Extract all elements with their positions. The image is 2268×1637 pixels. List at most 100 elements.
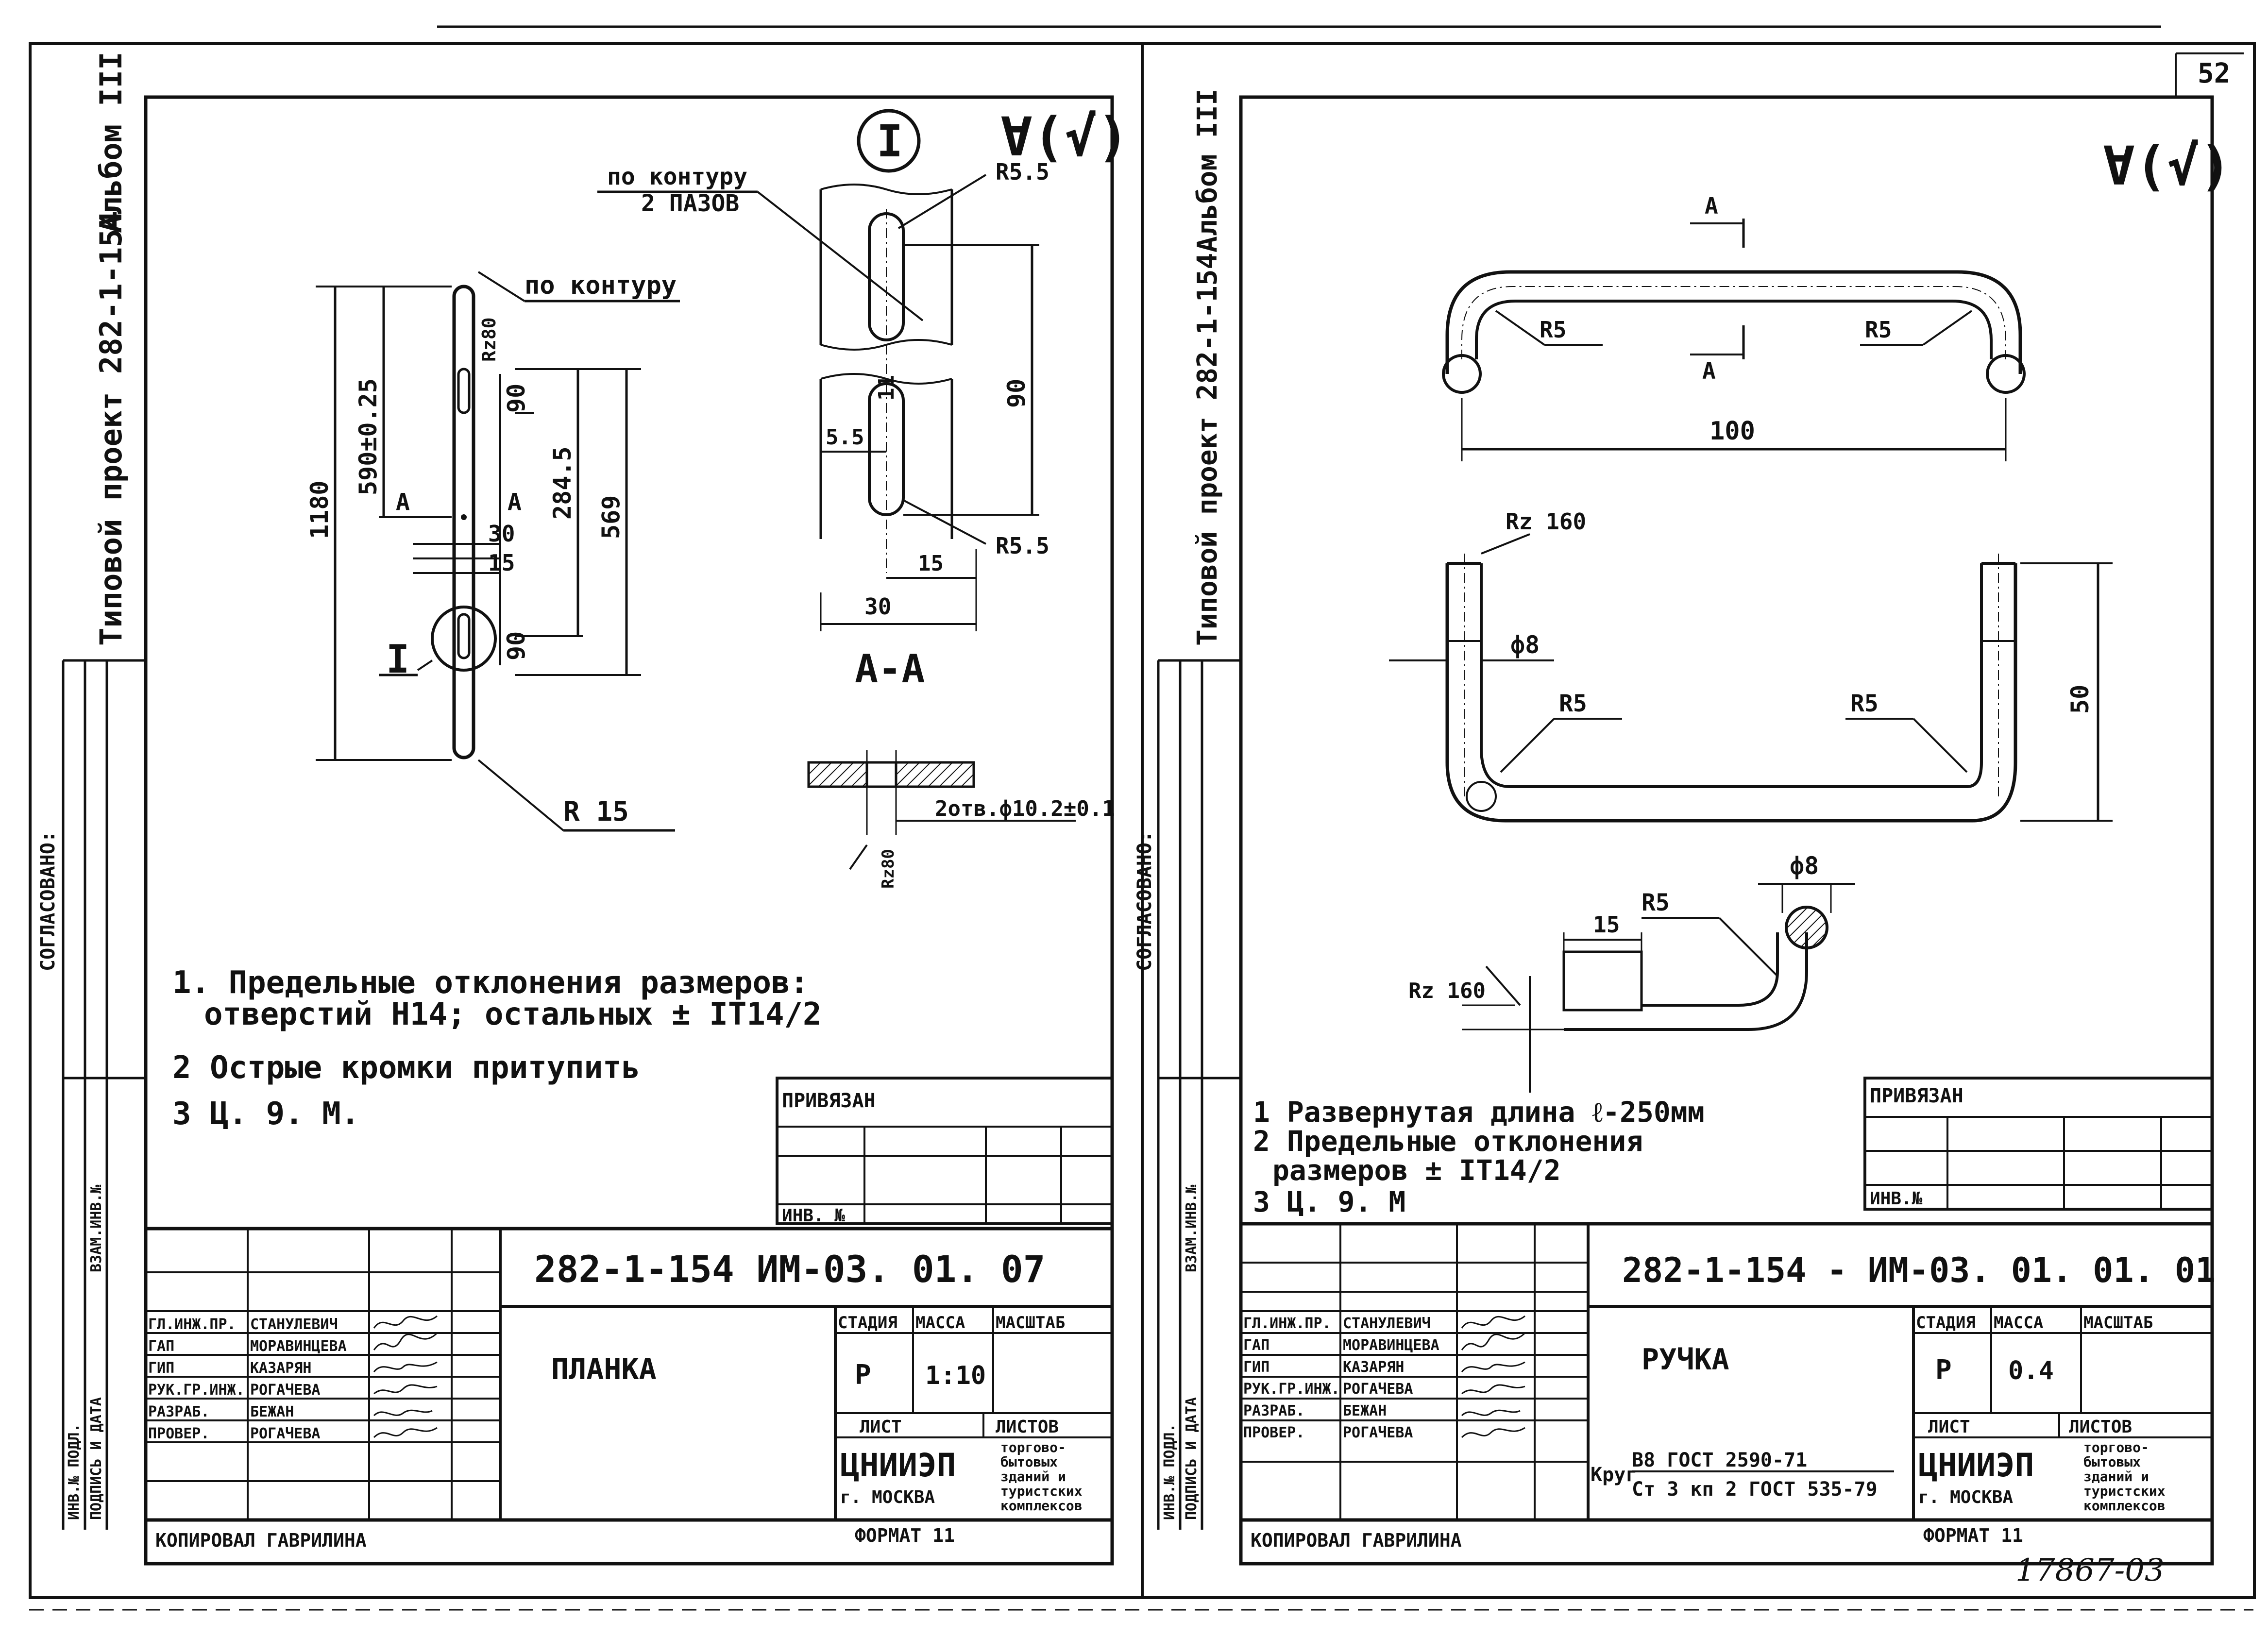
handle-section-view: ф8 R5 15 Rz 160 bbox=[1408, 852, 1855, 1093]
handle-top-view: 100 А А R5 R5 bbox=[1442, 193, 2026, 461]
left-privyazan-block: ПРИВЯЗАН ИНВ. № bbox=[776, 1077, 1114, 1226]
dim-r5-bottom-left: R5 bbox=[1559, 690, 1587, 717]
left-surface-mark: ∀(√) bbox=[1000, 106, 1129, 168]
right-org-desc-1: торгово- bbox=[2083, 1439, 2149, 1455]
dim-rz80: Rz80 bbox=[478, 317, 500, 362]
left-title-block: ГЛ.ИНЖ.ПР. ГАП ГИП РУК.ГР.ИНЖ. РАЗРАБ. П… bbox=[144, 1227, 1114, 1522]
left-album-label: Альбом III bbox=[93, 52, 129, 233]
right-side-title: Типовой проект 282-1-154 bbox=[1192, 253, 1223, 646]
section-aa-view: 2отв.ф10.2±0.1 Rz80 bbox=[807, 750, 1115, 889]
left-org-desc-2: бытовых bbox=[1000, 1454, 1058, 1470]
dim-55: 5.5 bbox=[826, 425, 864, 450]
dim-1180: 1180 bbox=[305, 481, 334, 539]
left-name-1: СТАНУЛЕВИЧ bbox=[250, 1316, 338, 1333]
right-name-2: МОРАВИНЦЕВА bbox=[1343, 1337, 1439, 1354]
left-role-2: ГАП bbox=[148, 1338, 174, 1355]
right-mass: 0.4 bbox=[2008, 1356, 2054, 1385]
dim-15-detail: 15 bbox=[918, 551, 944, 576]
left-stamp-col-1: ИНВ.№ ПОДЛ. bbox=[66, 1423, 83, 1520]
right-org-city: г. МОСКВА bbox=[1918, 1487, 2013, 1507]
detail-i-view: 90 R5.5 R5.5 11 5.5 15 30 А-А bbox=[819, 159, 1049, 692]
right-role-1: ГЛ.ИНЖ.ПР. bbox=[1243, 1315, 1331, 1332]
right-notes: 1 Развернутая длина ℓ-250мм 2 Предельные… bbox=[1253, 1096, 1705, 1218]
right-part-name: РУЧКА bbox=[1642, 1343, 1729, 1377]
left-sheets-header: ЛИСТОВ bbox=[996, 1417, 1059, 1437]
left-side-title: Типовой проект 282-1-154 bbox=[93, 211, 129, 646]
right-material-prefix: Круг bbox=[1591, 1464, 1637, 1486]
left-agreed-label: СОГЛАСОВАНО: bbox=[37, 831, 59, 971]
right-privyazan-block: ПРИВЯЗАН ИНВ.№ bbox=[1863, 1077, 2214, 1211]
left-role-6: ПРОВЕР. bbox=[148, 1425, 209, 1442]
left-role-1: ГЛ.ИНЖ.ПР. bbox=[148, 1316, 236, 1333]
right-stamp-col-2: ПОДПИСЬ И ДАТА bbox=[1183, 1397, 1200, 1520]
left-part-name: ПЛАНКА bbox=[551, 1352, 657, 1386]
label-contour: по контуру bbox=[525, 271, 677, 300]
right-note-3: 3 Ц. 9. М bbox=[1253, 1185, 1405, 1218]
right-stamp-col-1: ИНВ.№ ПОДЛ. bbox=[1161, 1423, 1178, 1520]
right-drawing-frame bbox=[1239, 95, 2214, 1566]
right-role-4: РУК.ГР.ИНЖ. bbox=[1243, 1381, 1340, 1398]
right-role-2: ГАП bbox=[1243, 1337, 1269, 1354]
archive-number: 17867-03 bbox=[2015, 1553, 2165, 1588]
dim-30-detail: 30 bbox=[864, 593, 891, 620]
dim-569: 569 bbox=[597, 495, 625, 539]
dim-holes: 2отв.ф10.2±0.1 bbox=[935, 796, 1115, 821]
detail-i-label: I bbox=[386, 637, 409, 682]
left-name-2: МОРАВИНЦЕВА bbox=[250, 1338, 347, 1355]
left-stage: Р bbox=[855, 1359, 871, 1391]
left-inv-no: ИНВ. № bbox=[782, 1206, 845, 1226]
left-org-desc-5: комплексов bbox=[1000, 1498, 1083, 1514]
left-notes: 1. Предельные отклонения размеров: отвер… bbox=[172, 965, 822, 1132]
right-signatures bbox=[1461, 1315, 1526, 1438]
label-contour-slots-2: 2 ПАЗОВ bbox=[641, 190, 739, 217]
dim-r5-top-right: R5 bbox=[1865, 317, 1892, 343]
left-note-2: 2 Острые кромки притупить bbox=[172, 1050, 640, 1086]
left-name-5: БЕЖАН bbox=[250, 1403, 294, 1420]
dim-284: 284.5 bbox=[548, 446, 576, 520]
dim-phi8: ф8 bbox=[1510, 631, 1540, 659]
right-stage-header: СТАДИЯ bbox=[1916, 1313, 1976, 1333]
left-mass: 1:10 bbox=[925, 1361, 986, 1390]
right-album-label: Альбом III bbox=[1192, 89, 1223, 253]
right-mass-header: МАССА bbox=[1994, 1313, 2043, 1333]
dim-rz160: Rz 160 bbox=[1506, 508, 1586, 535]
left-note-1b: отверстий Н14; остальных ± IT14/2 bbox=[204, 996, 822, 1032]
dim-90-detail: 90 bbox=[1002, 379, 1031, 408]
left-signatures bbox=[373, 1315, 438, 1438]
dim-phi8-section: ф8 bbox=[1790, 852, 1819, 880]
left-sheet-header: ЛИСТ bbox=[860, 1417, 902, 1437]
left-org-city: г. МОСКВА bbox=[840, 1487, 935, 1507]
right-scale-header: МАСШТАБ bbox=[2083, 1313, 2153, 1333]
right-doc-code: 282-1-154 - ИМ-03. 01. 01. 01 bbox=[1622, 1250, 2216, 1290]
right-sheet-header: ЛИСТ bbox=[1928, 1417, 1970, 1437]
right-surface-mark: ∀(√) bbox=[2103, 135, 2232, 197]
right-note-2: 2 Предельные отклонения bbox=[1253, 1125, 1643, 1158]
left-name-4: РОГАЧЕВА bbox=[250, 1382, 321, 1399]
right-privyazan: ПРИВЯЗАН bbox=[1870, 1085, 1963, 1107]
left-privyazan: ПРИВЯЗАН bbox=[782, 1090, 876, 1112]
left-stamp-col-3: ВЗАМ.ИНВ.№ bbox=[88, 1184, 105, 1272]
right-org-desc-5: комплексов bbox=[2083, 1498, 2166, 1514]
dim-90-top: 90 bbox=[502, 384, 530, 413]
right-name-3: КАЗАРЯН bbox=[1343, 1359, 1404, 1376]
dim-30: 30 bbox=[488, 521, 515, 547]
plank-part: 1180 590±0.25 90 284.5 569 90 Rz80 А А 3… bbox=[305, 163, 924, 832]
left-doc-code: 282-1-154 ИМ-03. 01. 07 bbox=[534, 1248, 1045, 1291]
left-role-5: РАЗРАБ. bbox=[148, 1403, 209, 1420]
right-role-3: ГИП bbox=[1243, 1359, 1269, 1376]
dim-11: 11 bbox=[874, 375, 899, 401]
right-org-desc-3: зданий и bbox=[2083, 1468, 2149, 1485]
left-scale-header: МАСШТАБ bbox=[996, 1313, 1065, 1333]
left-stamp-col-2: ПОДПИСЬ И ДАТА bbox=[88, 1397, 105, 1520]
right-name-6: РОГАЧЕВА bbox=[1343, 1424, 1413, 1441]
right-material-2: Ст 3 кп 2 ГОСТ 535-79 bbox=[1632, 1478, 1878, 1501]
dim-r5-bottom-right: R5 bbox=[1850, 690, 1879, 717]
right-agreed-label: СОГЛАСОВАНО: bbox=[1134, 831, 1156, 971]
right-org-desc-2: бытовых bbox=[2083, 1454, 2141, 1470]
left-name-3: КАЗАРЯН bbox=[250, 1360, 311, 1377]
left-note-3: 3 Ц. 9. М. bbox=[172, 1096, 359, 1132]
right-name-5: БЕЖАН bbox=[1343, 1402, 1387, 1419]
right-sheets-header: ЛИСТОВ bbox=[2069, 1417, 2132, 1437]
dim-rz160-section: Rz 160 bbox=[1408, 979, 1486, 1003]
right-format: ФОРМАТ 11 bbox=[1923, 1525, 2023, 1546]
